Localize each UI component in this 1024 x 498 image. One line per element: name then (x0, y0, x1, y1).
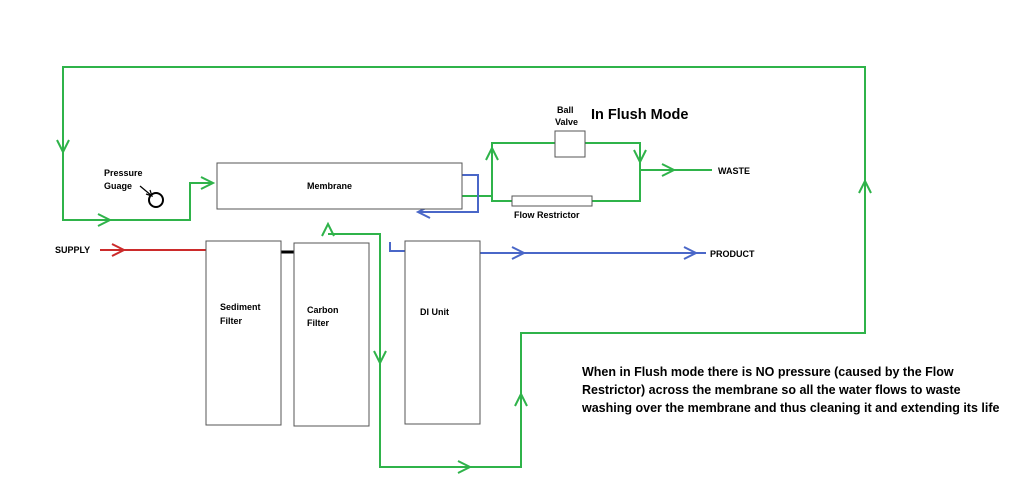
waste-label: WASTE (718, 166, 750, 176)
carbon-filter-label-line1: Carbon (307, 305, 339, 315)
carbon-filter (293, 242, 370, 427)
diagram-title: In Flush Mode (591, 107, 688, 123)
pressure-gauge-label-line1: Pressure (104, 168, 143, 178)
sediment-filter-label-line1: Sediment (220, 302, 261, 312)
membrane-housing (216, 162, 463, 210)
supply-line (100, 243, 206, 257)
supply-label: SUPPLY (55, 245, 90, 255)
flow-restrictor-label: Flow Restrictor (514, 210, 580, 220)
sediment-filter (205, 240, 282, 426)
pressure-gauge-label-line2: Guage (104, 181, 132, 191)
carbon-filter-label-line2: Filter (307, 318, 330, 328)
ball-valve-label-line1: Ball (557, 105, 574, 115)
di-unit (404, 240, 481, 425)
membrane-label: Membrane (307, 181, 352, 191)
pressure-gauge-pointer (139, 185, 153, 197)
flush-mode-explanation: When in Flush mode there is NO pressure … (582, 365, 1000, 415)
product-label: PRODUCT (710, 249, 755, 259)
flush-direction-arrows (56, 139, 872, 474)
di-unit-label: DI Unit (420, 307, 449, 317)
flow-restrictor (511, 195, 593, 207)
ball-valve-label-line2: Valve (555, 117, 578, 127)
sediment-filter-label-line2: Filter (220, 316, 243, 326)
ball-valve (554, 130, 586, 158)
